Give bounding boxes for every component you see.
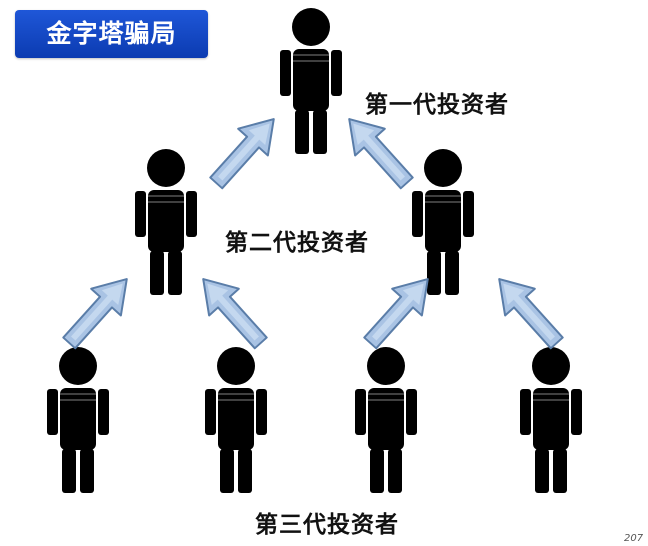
person-icon <box>411 148 475 296</box>
up-arrow-icon <box>187 264 277 358</box>
person-icon <box>519 346 583 494</box>
person-icon <box>46 346 110 494</box>
up-arrow-icon <box>200 104 290 198</box>
up-arrow-icon <box>483 264 573 358</box>
second-generation-label: 第二代投资者 <box>225 229 369 256</box>
person-icon <box>354 346 418 494</box>
third-generation-label: 第三代投资者 <box>255 511 399 538</box>
first-generation-label: 第一代投资者 <box>365 91 509 118</box>
person-icon <box>204 346 268 494</box>
title-text: 金字塔骗局 <box>46 19 177 48</box>
page-number: 207 <box>624 533 644 544</box>
person-icon <box>279 7 343 155</box>
title-banner: 金字塔骗局 <box>15 10 208 58</box>
person-icon <box>134 148 198 296</box>
up-arrow-icon <box>53 264 143 358</box>
up-arrow-icon <box>333 104 423 198</box>
